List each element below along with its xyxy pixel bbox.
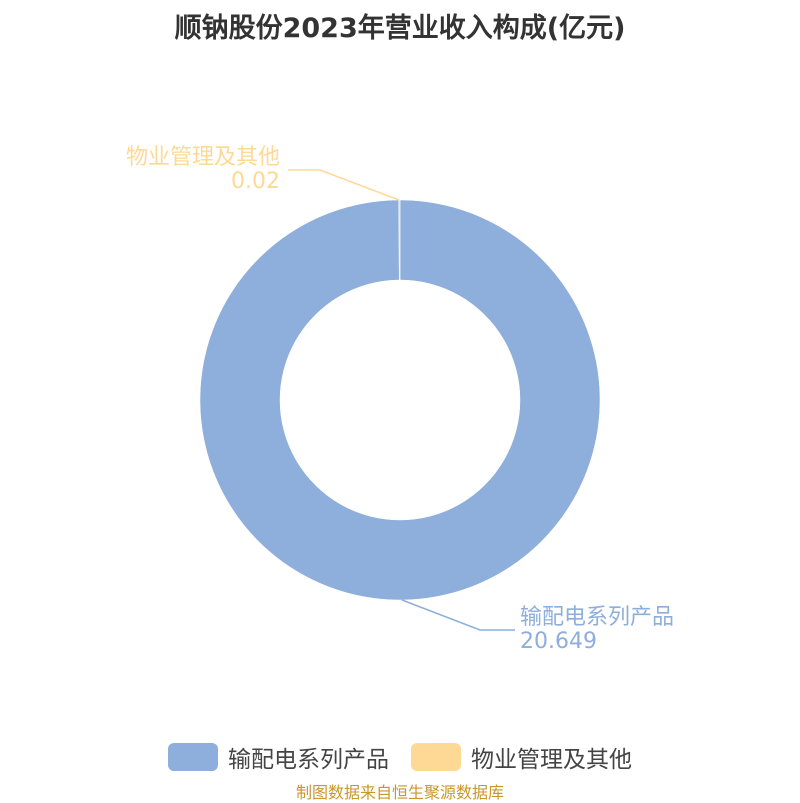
legend-item-1[interactable]: 物业管理及其他 [411, 740, 632, 774]
legend-swatch [411, 743, 461, 771]
donut-slice-0[interactable] [199, 199, 601, 601]
chart-title: 顺钠股份2023年营业收入构成(亿元) [174, 13, 626, 44]
leader-line-1 [288, 169, 400, 201]
legend-label: 物业管理及其他 [471, 747, 632, 773]
leader-line-0 [401, 599, 515, 631]
legend: 输配电系列产品 物业管理及其他 [0, 740, 800, 774]
slice-label-0: 输配电系列产品 [520, 605, 674, 630]
legend-item-0[interactable]: 输配电系列产品 [168, 740, 389, 774]
donut-slice-1[interactable] [398, 199, 401, 281]
data-source: 制图数据来自恒生聚源数据库 [295, 783, 504, 802]
legend-swatch [168, 743, 218, 771]
slice-value-1: 0.02 [231, 169, 280, 194]
slice-label-1: 物业管理及其他 [126, 145, 280, 170]
legend-label: 输配电系列产品 [228, 747, 389, 773]
slice-value-0: 20.649 [520, 629, 597, 654]
